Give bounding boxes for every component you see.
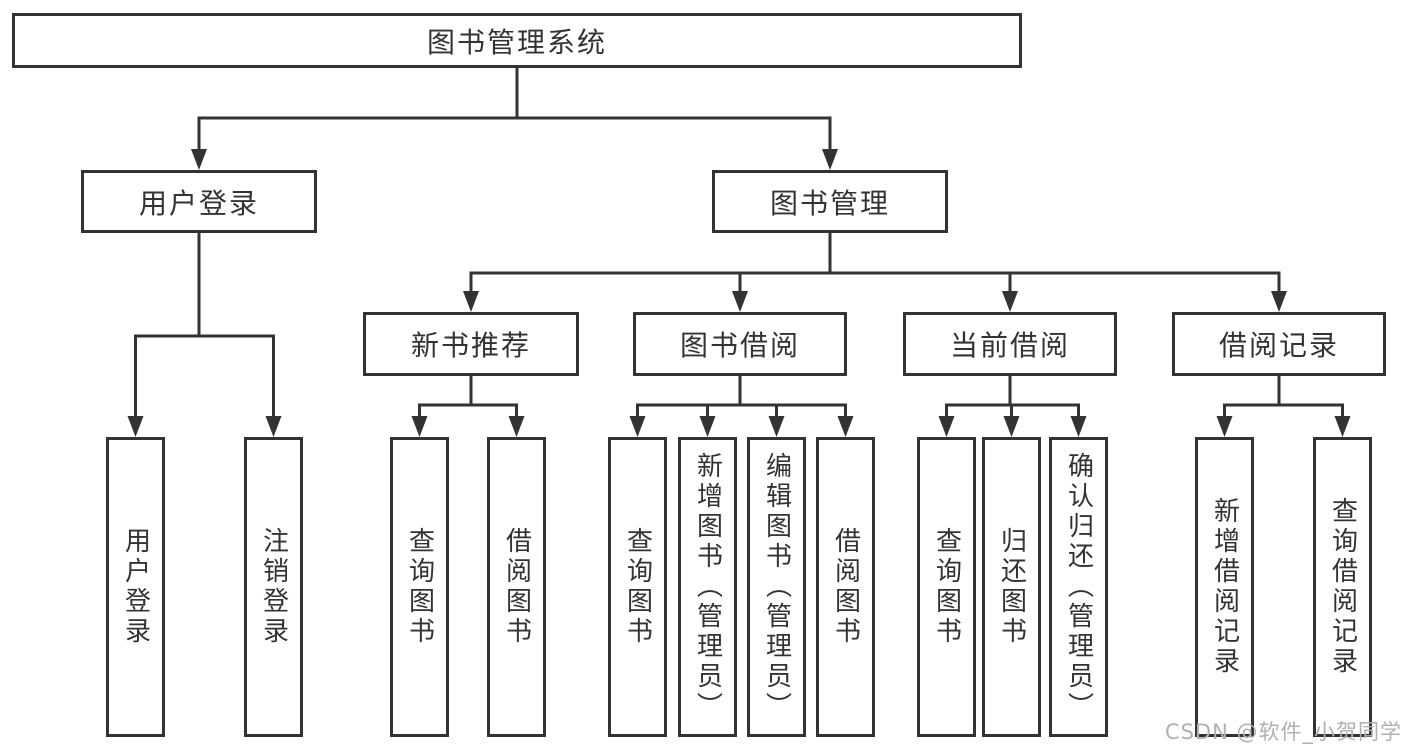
node-borrow-query-leaf: 查询图书 [608, 437, 667, 737]
node-borrow-edit-leaf: 编辑图书（管理员） [747, 437, 806, 737]
arrowhead-down-icon [265, 416, 282, 437]
node-new-book-recommend: 新书推荐 [363, 312, 579, 376]
node-recommend-borrow-leaf-label: 借阅图书 [501, 527, 532, 647]
node-records-add-leaf-label: 新增借阅记录 [1209, 497, 1240, 677]
node-borrow-records-label: 借阅记录 [1218, 329, 1339, 362]
node-logout-leaf-label: 注销登录 [258, 527, 289, 647]
arrowhead-down-icon [629, 416, 646, 437]
node-records-query-leaf-label: 查询借阅记录 [1327, 497, 1358, 677]
node-borrow-records: 借阅记录 [1172, 312, 1386, 376]
arrowhead-down-icon [411, 416, 428, 437]
arrowhead-down-icon [1334, 416, 1351, 437]
arrowhead-down-icon [191, 149, 207, 170]
node-borrow-borrow-leaf: 借阅图书 [816, 437, 875, 737]
node-current-confirm-leaf-label: 确认归还（管理员） [1063, 452, 1094, 722]
node-borrow-add-leaf: 新增图书（管理员） [678, 437, 737, 737]
node-book-borrow: 图书借阅 [633, 312, 847, 376]
node-user-login: 用户登录 [81, 170, 317, 233]
arrowhead-down-icon [1216, 416, 1233, 437]
arrowhead-down-icon [127, 416, 144, 437]
node-recommend-query-leaf-label: 查询图书 [404, 527, 435, 647]
node-recommend-borrow-leaf: 借阅图书 [487, 437, 546, 737]
arrowhead-down-icon [1002, 291, 1018, 312]
arrowhead-down-icon [463, 291, 479, 312]
node-logout-leaf: 注销登录 [244, 437, 303, 737]
arrowhead-down-icon [1070, 416, 1087, 437]
node-records-add-leaf: 新增借阅记录 [1195, 437, 1254, 737]
node-current-borrow-label: 当前借阅 [949, 329, 1070, 362]
node-current-borrow: 当前借阅 [903, 312, 1117, 376]
arrowhead-down-icon [1271, 291, 1287, 312]
node-recommend-query-leaf: 查询图书 [390, 437, 449, 737]
node-borrow-borrow-leaf-label: 借阅图书 [830, 527, 861, 647]
arrowhead-down-icon [768, 416, 785, 437]
node-book-manage: 图书管理 [712, 170, 948, 233]
node-new-book-recommend-label: 新书推荐 [410, 329, 531, 362]
node-user-login-leaf: 用户登录 [106, 437, 165, 737]
arrowhead-down-icon [822, 149, 838, 170]
node-user-login-leaf-label: 用户登录 [120, 527, 151, 647]
csdn-watermark: CSDN @软件_小贺同学 [1164, 720, 1402, 744]
node-records-query-leaf: 查询借阅记录 [1313, 437, 1372, 737]
arrowhead-down-icon [508, 416, 525, 437]
node-current-query-leaf: 查询图书 [917, 437, 976, 737]
node-borrow-add-leaf-label: 新增图书（管理员） [692, 452, 723, 722]
arrowhead-down-icon [699, 416, 716, 437]
arrowhead-down-icon [837, 416, 854, 437]
node-borrow-query-leaf-label: 查询图书 [622, 527, 653, 647]
arrowhead-down-icon [732, 291, 748, 312]
node-current-return-leaf-label: 归还图书 [996, 527, 1027, 647]
arrowhead-down-icon [938, 416, 955, 437]
node-book-borrow-label: 图书借阅 [679, 329, 800, 362]
node-current-confirm-leaf: 确认归还（管理员） [1049, 437, 1108, 737]
node-root: 图书管理系统 [12, 13, 1022, 68]
node-root-label: 图书管理系统 [426, 25, 607, 59]
arrowhead-down-icon [1003, 416, 1020, 437]
node-current-query-leaf-label: 查询图书 [931, 527, 962, 647]
node-borrow-edit-leaf-label: 编辑图书（管理员） [761, 452, 792, 722]
node-user-login-label: 用户登录 [138, 186, 259, 220]
node-current-return-leaf: 归还图书 [982, 437, 1041, 737]
node-book-manage-label: 图书管理 [769, 186, 890, 220]
